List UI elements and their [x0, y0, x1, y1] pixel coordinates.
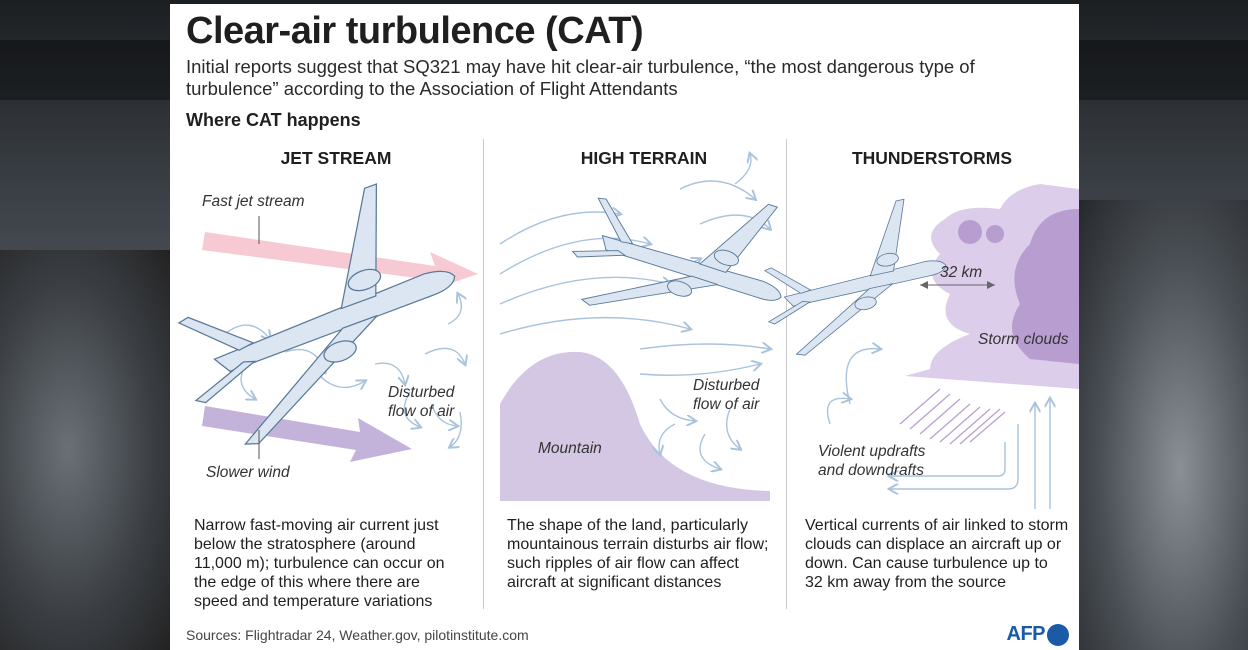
- terrain-plane: [558, 150, 808, 362]
- thunderstorms-illustration: 32 km Storm clouds Violent updrafts and …: [749, 184, 1079, 509]
- sources-text: Sources: Flightradar 24, Weather.gov, pi…: [186, 627, 529, 643]
- column-title-high-terrain: HIGH TERRAIN: [580, 148, 708, 168]
- afp-logo: AFP: [1006, 623, 1069, 646]
- storm-cloud-dark: [1012, 209, 1079, 364]
- page-title: Clear-air turbulence (CAT): [186, 10, 644, 52]
- high-terrain-illustration: Disturbed flow of air Mountain: [499, 150, 808, 501]
- section-heading: Where CAT happens: [186, 110, 361, 130]
- rain-lines: [899, 388, 1006, 445]
- afp-logo-text: AFP: [1006, 623, 1046, 645]
- subtitle: Initial reports suggest that SQ321 may h…: [186, 56, 975, 99]
- mountain-shape: [500, 351, 770, 501]
- background-blur-right: [1078, 200, 1248, 650]
- mountain-label: Mountain: [538, 440, 602, 457]
- afp-logo-dot: [1047, 623, 1069, 646]
- fast-jet-arrow: [202, 232, 478, 292]
- column-title-jet-stream: JET STREAM: [280, 148, 392, 168]
- storm-clouds-label: Storm clouds: [978, 331, 1069, 348]
- column-divider-1: [483, 139, 484, 609]
- background-blur-left: [0, 250, 170, 650]
- storm-plane: [749, 193, 959, 362]
- updraft-lines: [826, 349, 1051, 509]
- fast-jet-stream-label: Fast jet stream: [202, 193, 305, 210]
- jet-disturbed-label-2: flow of air: [388, 403, 455, 420]
- updrafts-label-2: and downdrafts: [818, 462, 924, 479]
- jet-disturbed-label-1: Disturbed: [388, 384, 456, 401]
- column-title-thunderstorms: THUNDERSTORMS: [851, 148, 1013, 168]
- cloud-puff-2: [986, 225, 1004, 243]
- infographic-card: Clear-air turbulence (CAT) Initial repor…: [170, 4, 1079, 650]
- description-high-terrain: The shape of the land, particularly moun…: [507, 517, 769, 591]
- column-divider-2: [786, 139, 787, 609]
- description-thunderstorms: Vertical currents of air linked to storm…: [805, 517, 1069, 591]
- cloud-puff-1: [958, 220, 982, 244]
- terrain-disturbed-label-2: flow of air: [693, 396, 760, 413]
- illustrations: Fast jet stream Disturbed flow of air Sl…: [170, 150, 1079, 509]
- distance-label: 32 km: [940, 264, 982, 281]
- terrain-disturbed-label-1: Disturbed: [693, 377, 761, 394]
- updrafts-label-1: Violent updrafts: [818, 443, 926, 460]
- slower-wind-arrow: [202, 406, 412, 462]
- disturbed-airflow-lines: [224, 294, 465, 447]
- jet-stream-illustration: Fast jet stream Disturbed flow of air Sl…: [170, 169, 487, 481]
- slower-wind-label: Slower wind: [206, 464, 291, 481]
- description-jet-stream: Narrow fast-moving air current just belo…: [194, 517, 445, 610]
